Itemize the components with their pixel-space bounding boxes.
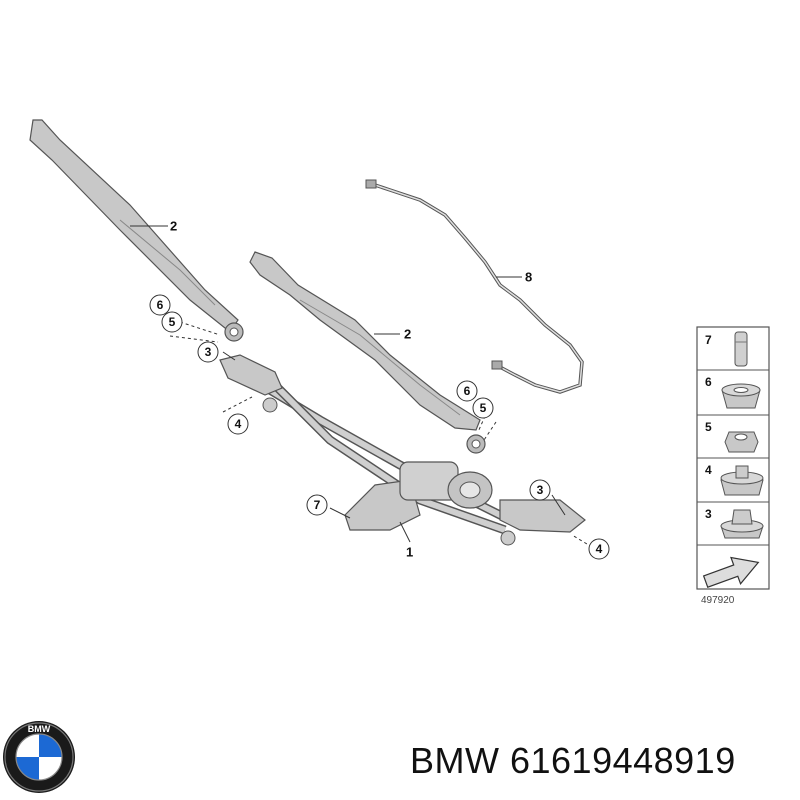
- callout-6-right: 6: [456, 380, 478, 402]
- arrow-icon: [702, 556, 760, 588]
- callout-label: 2: [404, 327, 411, 342]
- callout-2-right: 2: [404, 327, 411, 342]
- legend-item-7: 7: [705, 331, 748, 367]
- legend-label: 3: [705, 507, 712, 521]
- wiper-arm-right: [249, 251, 486, 454]
- svg-text:BMW: BMW: [28, 724, 51, 734]
- callout-label: 1: [406, 545, 413, 560]
- callout-8: 8: [525, 270, 532, 285]
- callout-label: 3: [537, 483, 544, 497]
- callout-4-right: 4: [588, 538, 610, 560]
- callout-3-left: 3: [197, 341, 219, 363]
- callout-label: 3: [205, 345, 212, 359]
- washer-hose: [365, 179, 584, 394]
- callout-1: 1: [406, 545, 413, 560]
- legend-label: 4: [705, 463, 712, 477]
- callout-6-left: 6: [149, 294, 171, 316]
- callout-label: 8: [525, 270, 532, 285]
- legend-label: 6: [705, 375, 712, 389]
- callout-label: 4: [596, 542, 603, 556]
- callout-3-right: 3: [529, 479, 551, 501]
- callout-label: 6: [464, 384, 471, 398]
- callout-7: 7: [306, 494, 328, 516]
- fastener-legend: 7 6 5 4 3 497920: [696, 326, 770, 606]
- wiper-linkage: [219, 354, 586, 546]
- callout-5-right: 5: [472, 397, 494, 419]
- leader-lines: [130, 225, 593, 548]
- callout-4-left: 4: [227, 413, 249, 435]
- legend-item-5: 5: [705, 420, 759, 453]
- callout-label: 2: [170, 219, 177, 234]
- bmw-logo: BMW: [3, 721, 75, 793]
- drawing-reference: 497920: [701, 595, 735, 606]
- callout-2-left: 2: [170, 219, 177, 234]
- part-number-title: BMW 61619448919: [410, 740, 736, 781]
- callout-label: 5: [169, 315, 176, 329]
- legend-item-6: 6: [705, 375, 761, 409]
- callout-5-left: 5: [161, 311, 183, 333]
- callout-label: 4: [235, 417, 242, 431]
- wiper-arm-left: [29, 119, 244, 342]
- callout-label: 7: [314, 498, 321, 512]
- callout-label: 6: [157, 298, 164, 312]
- legend-label: 5: [705, 420, 712, 434]
- legend-item-4: 4: [705, 463, 764, 496]
- legend-item-3: 3: [705, 507, 764, 539]
- callout-label: 5: [480, 401, 487, 415]
- legend-label: 7: [705, 333, 712, 347]
